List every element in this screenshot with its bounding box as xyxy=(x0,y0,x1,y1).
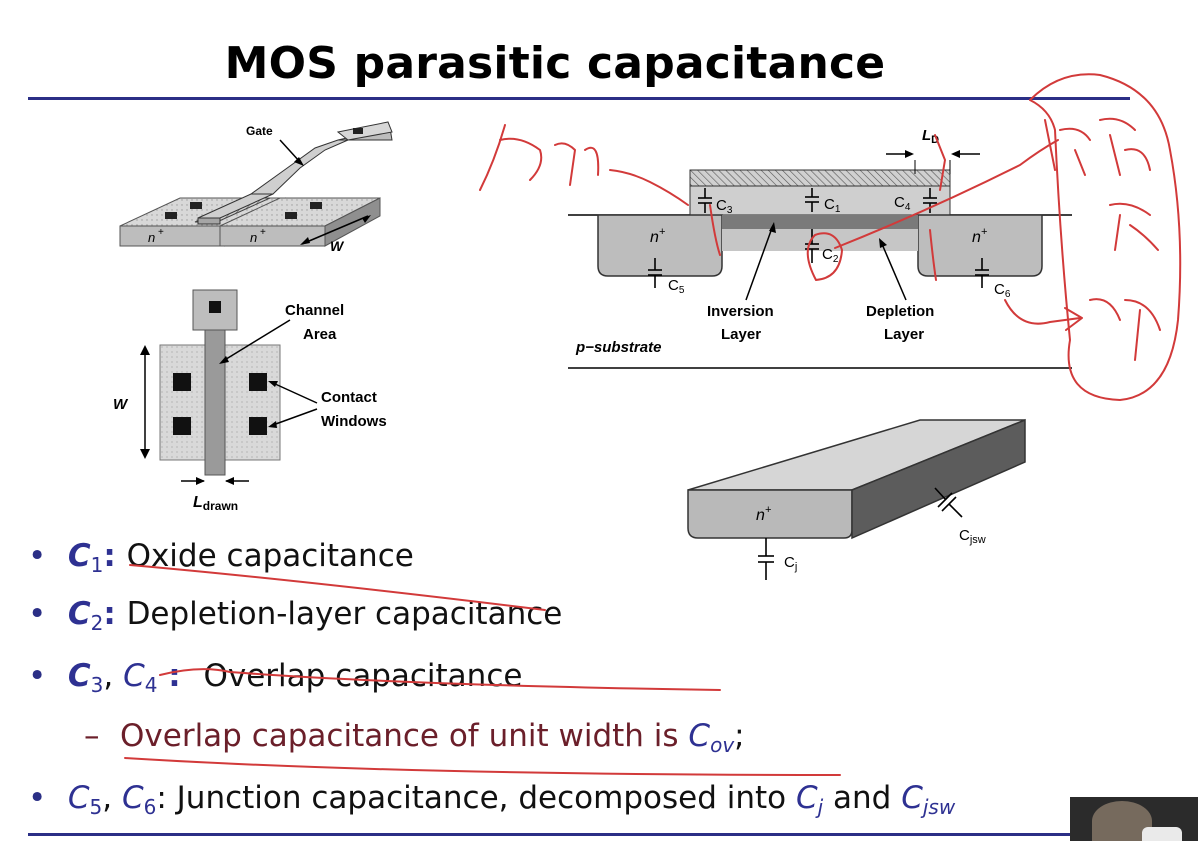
bullet-c3-c4: • C3, C4 : Overlap capacitance xyxy=(28,658,523,697)
channel-area-label-1: Channel xyxy=(285,302,344,319)
inversion-layer-label-1: Inversion xyxy=(707,303,774,320)
svg-text:+: + xyxy=(260,227,266,238)
bullet-dot-icon: • xyxy=(28,538,47,574)
junction-capacitance-diagram: n+ Cj Cjsw xyxy=(687,418,1026,580)
inversion-layer-label-2: Layer xyxy=(721,326,761,343)
slide-title: MOS parasitic capacitance xyxy=(224,38,886,89)
drain-n-label: n xyxy=(250,230,257,245)
svg-text:+: + xyxy=(158,227,164,238)
contact-windows-label-2: Windows xyxy=(321,413,387,430)
cj-label: Cj xyxy=(784,554,797,573)
c6-label: C6 xyxy=(994,281,1011,300)
cjsw-label: Cjsw xyxy=(959,527,986,546)
gate-label: Gate xyxy=(246,124,273,138)
contact-windows-label-1: Contact xyxy=(321,389,377,406)
c5-label: C5 xyxy=(668,277,685,296)
ink-underline-3 xyxy=(124,757,841,776)
title-underline xyxy=(28,97,1130,100)
width-label: W xyxy=(330,238,345,254)
bullet-dot-icon: • xyxy=(28,780,47,816)
junction-n-plus-label: n+ xyxy=(756,504,772,524)
depletion-layer-label-1: Depletion xyxy=(866,303,934,320)
mosfet-layout-diagram: W Channel Area Contact Windows Ldrawn xyxy=(113,289,387,513)
bullet-dot-icon: • xyxy=(28,596,47,632)
channel-area-label-2: Area xyxy=(303,326,337,343)
mosfet-cross-section: C3 C1 C4 C2 C5 C6 n+ n+ LD Inversion Lay… xyxy=(568,127,1072,369)
source-n-label: n xyxy=(148,230,155,245)
ldrawn-label: Ldrawn xyxy=(193,494,238,513)
mosfet-3d-diagram: Gate n + n + W xyxy=(119,121,393,254)
bottom-rule xyxy=(28,833,1130,836)
layout-width-label: W xyxy=(113,396,129,413)
p-substrate-label: p−substrate xyxy=(575,339,661,356)
ld-label: LD xyxy=(922,127,939,146)
left-n-plus-label: n+ xyxy=(650,226,666,246)
bullet-c2: • C2: Depletion-layer capacitance xyxy=(28,596,563,635)
c3-label: C3 xyxy=(716,197,733,216)
bullet-c5-c6: • C5, C6: Junction capacitance, decompos… xyxy=(28,780,956,819)
depletion-layer-label-2: Layer xyxy=(884,326,924,343)
bullet-c1: • C1: Oxide capacitance xyxy=(28,538,414,577)
sub-bullet-overlap: –Overlap capacitance of unit width is Co… xyxy=(84,718,745,757)
bullet-dot-icon: • xyxy=(28,658,47,694)
webcam-overlay xyxy=(1070,797,1198,841)
